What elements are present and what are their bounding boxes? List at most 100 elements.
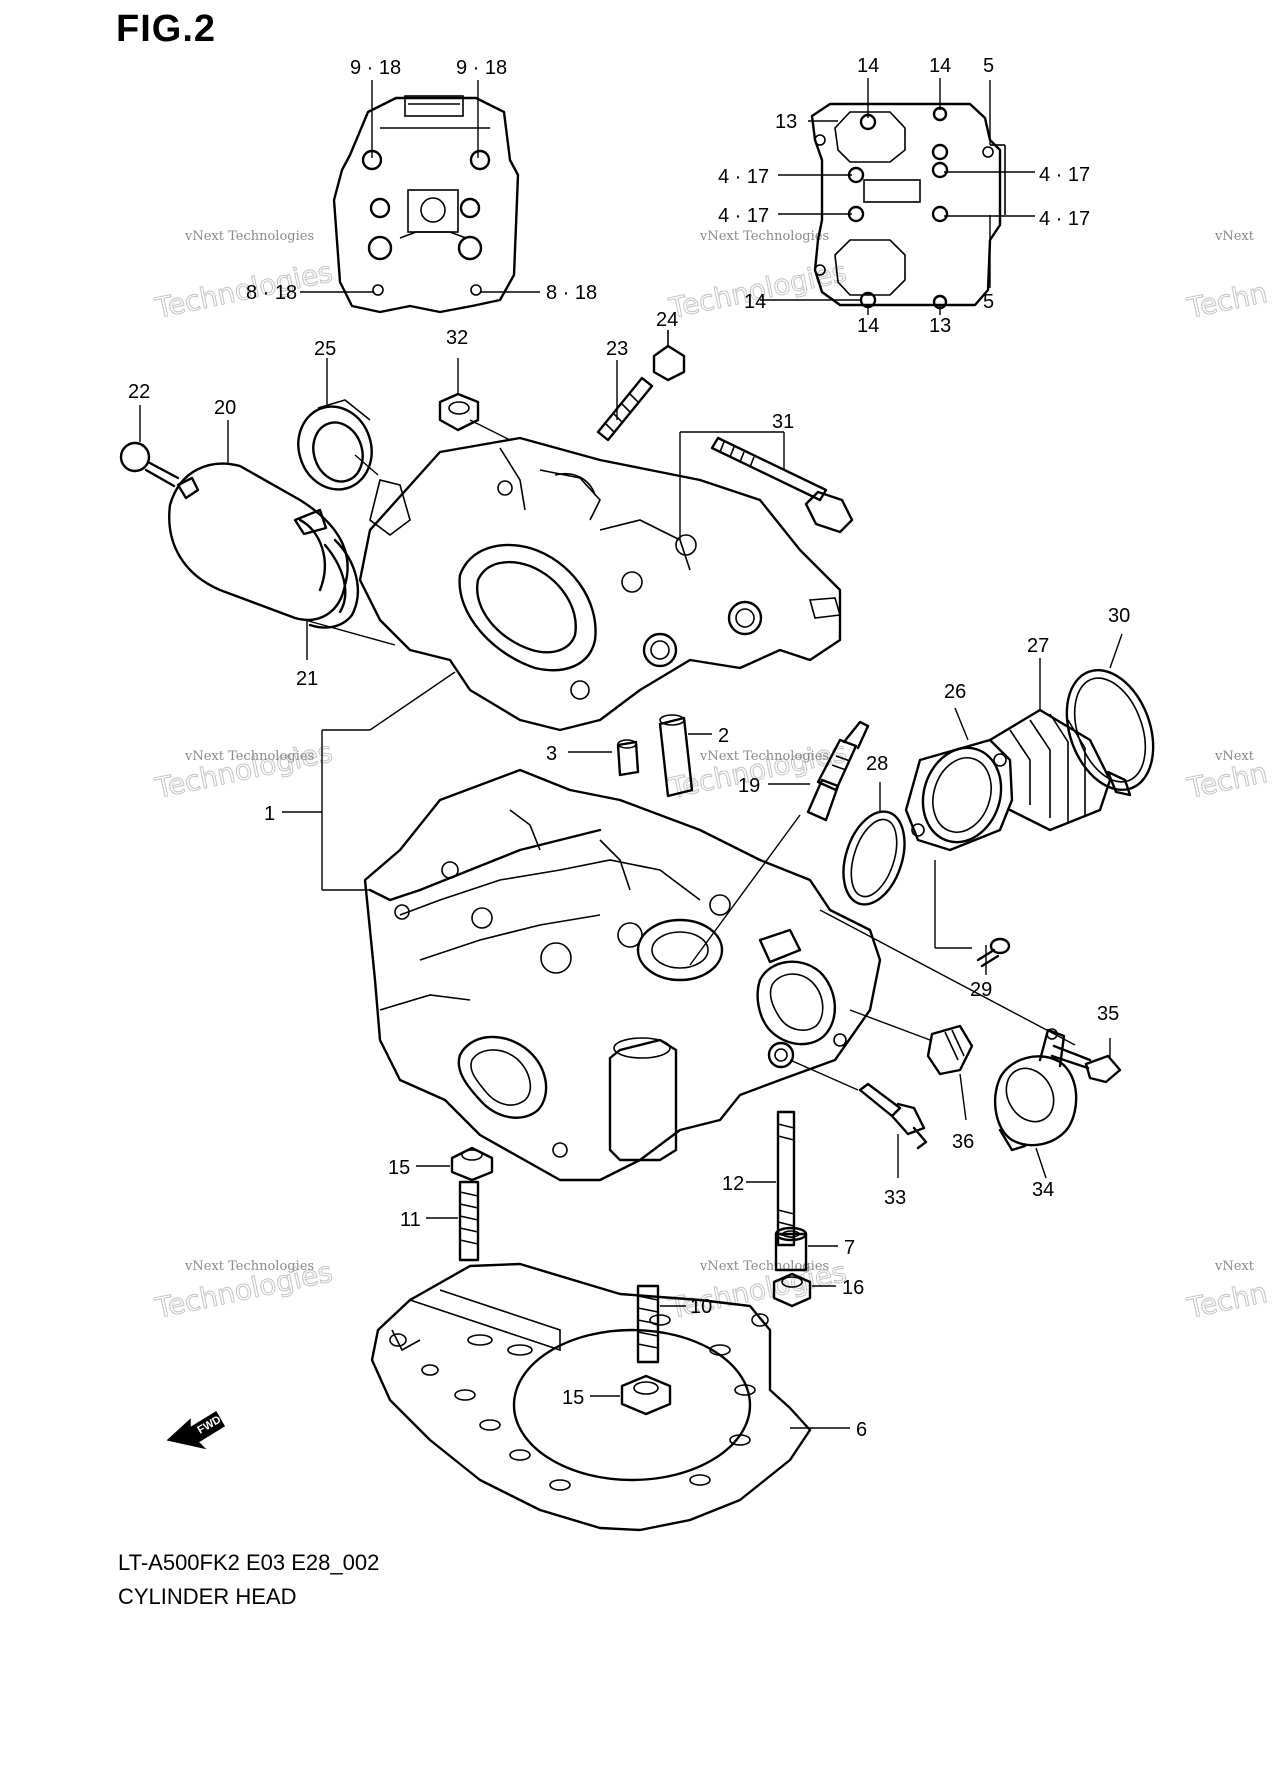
part-15-nut-upper <box>450 1146 494 1182</box>
leader-line <box>849 1009 931 1041</box>
part-6-head-gasket <box>370 1262 812 1532</box>
leader-line <box>954 707 969 741</box>
callout-29: 29 <box>970 979 992 1001</box>
callout-4-17-d: 4 · 17 <box>1039 208 1090 230</box>
callout-6: 6 <box>856 1419 867 1441</box>
part-23-stud <box>596 376 654 442</box>
watermark-text: vNext Technologies <box>699 229 829 244</box>
callout-5-top: 5 <box>983 55 994 77</box>
callout-3: 3 <box>546 743 557 765</box>
callout-11: 11 <box>400 1209 421 1231</box>
part-29-screw <box>976 937 1011 968</box>
leader-line <box>819 909 1076 1046</box>
part-19-spark-plug <box>806 720 870 822</box>
callout-14-a: 14 <box>857 55 879 77</box>
callout-19: 19 <box>738 775 760 797</box>
part-22-bolt <box>119 441 180 488</box>
callout-7: 7 <box>844 1237 855 1259</box>
callout-2: 2 <box>718 725 729 747</box>
callout-26: 26 <box>944 681 966 703</box>
part-33-sensor <box>858 1082 928 1150</box>
callout-10: 10 <box>690 1296 712 1318</box>
watermark-text: vNext Technologies <box>699 749 829 764</box>
part-25-ring <box>297 399 373 491</box>
watermark-big: Techn <box>1184 276 1271 325</box>
leader-line <box>1109 633 1123 669</box>
leader-line <box>789 1059 859 1091</box>
leader-line <box>369 671 456 731</box>
watermark-big: Technologies <box>152 735 336 805</box>
callout-20: 20 <box>214 397 236 419</box>
part-20-cap <box>168 462 349 621</box>
diagram-name: CYLINDER HEAD <box>118 1584 297 1609</box>
leader-line <box>304 619 396 646</box>
leader-line <box>1035 1147 1047 1179</box>
callout-30: 30 <box>1108 605 1130 627</box>
callout-35: 35 <box>1097 1003 1119 1025</box>
head-top-view-left <box>332 95 520 314</box>
part-7-dowel <box>774 1226 808 1272</box>
part-10-stud <box>636 1284 660 1364</box>
callout-14-d: 14 <box>857 315 879 337</box>
leader-line <box>469 419 511 441</box>
part-32-nut <box>438 392 480 432</box>
callout-8-18-right: 8 · 18 <box>546 282 597 304</box>
callout-16: 16 <box>842 1277 864 1299</box>
watermark-big: Technologies <box>152 255 336 325</box>
part-12-stud <box>776 1110 796 1247</box>
model-code: LT-A500FK2 E03 E28_002 <box>118 1550 380 1575</box>
part-36-thermostat <box>926 1024 974 1076</box>
part-3-dowel <box>616 739 640 777</box>
callout-33: 33 <box>884 1187 906 1209</box>
callout-14-b: 14 <box>929 55 951 77</box>
watermark-big: Techn <box>1184 756 1271 805</box>
part-35-bolt <box>1050 1044 1122 1084</box>
part-24-nut <box>652 330 686 382</box>
watermark-text: vNext <box>1214 1259 1255 1274</box>
part-15-nut-lower <box>620 1374 672 1416</box>
callout-22: 22 <box>128 381 150 403</box>
part-34-housing <box>993 1028 1078 1152</box>
leader-line <box>689 814 801 966</box>
watermark-big: Techn <box>1184 1276 1271 1325</box>
callout-23: 23 <box>606 338 628 360</box>
callout-21: 21 <box>296 668 318 690</box>
callout-13-b: 13 <box>929 315 951 337</box>
callout-13-a: 13 <box>775 111 797 133</box>
callout-5-bottom: 5 <box>983 291 994 313</box>
watermark-text: vNext Technologies <box>699 1259 829 1274</box>
callout-4-17-a: 4 · 17 <box>718 166 769 188</box>
callout-28: 28 <box>866 753 888 775</box>
head-cover-upper <box>358 436 842 732</box>
watermark-text: vNext Technologies <box>184 229 314 244</box>
figure-title: FIG.2 <box>116 8 217 50</box>
callout-32: 32 <box>446 327 468 349</box>
part-31-bolt <box>710 436 854 534</box>
callout-1: 1 <box>264 803 275 825</box>
callout-9-18-right: 9 · 18 <box>456 57 507 79</box>
callout-31: 31 <box>772 411 794 433</box>
callout-8-18-left: 8 · 18 <box>246 282 297 304</box>
part-2-guide <box>658 714 694 798</box>
callout-labels: 9 · 18 9 · 18 8 · 18 8 · 18 14 14 5 13 4… <box>128 55 1130 1441</box>
callout-4-17-b: 4 · 17 <box>718 205 769 227</box>
watermark-text: vNext <box>1214 749 1255 764</box>
callout-25: 25 <box>314 338 336 360</box>
cylinder-head-main <box>363 768 882 1182</box>
part-21-gasket <box>308 538 360 629</box>
callout-24: 24 <box>656 309 678 331</box>
watermark-group: Technologies vNext Technologies Technolo… <box>151 229 1271 1326</box>
callout-34: 34 <box>1032 1179 1054 1201</box>
part-28-o-ring <box>842 810 906 906</box>
part-11-stud <box>458 1180 480 1262</box>
leader-line <box>959 1073 967 1121</box>
watermark-text: vNext <box>1214 229 1255 244</box>
part-26-intake-pipe <box>904 738 1014 852</box>
fwd-arrow-icon: FWD <box>166 1410 226 1450</box>
part-16-nut <box>772 1272 812 1308</box>
callout-9-18-left: 9 · 18 <box>350 57 401 79</box>
callout-15-lower: 15 <box>562 1387 584 1409</box>
part-30-clamp <box>1065 668 1155 797</box>
